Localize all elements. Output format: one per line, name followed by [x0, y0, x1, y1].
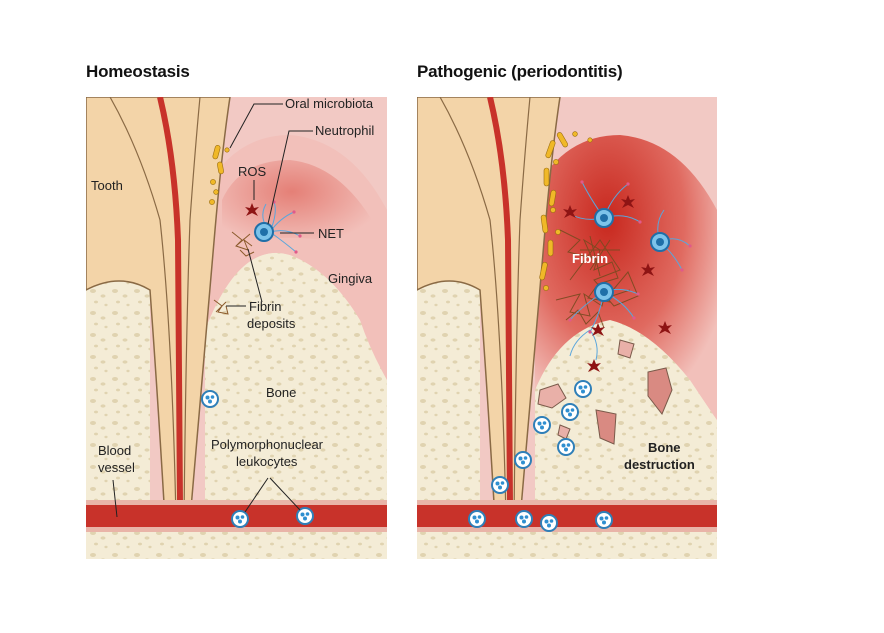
right-pmn-3 — [533, 416, 551, 434]
label-oral-microbiota: Oral microbiota — [285, 96, 374, 111]
right-pmn-1 — [574, 380, 592, 398]
right-neutrophil-2 — [650, 232, 670, 252]
right-pmn-10 — [595, 511, 613, 529]
left-bone — [205, 252, 387, 559]
left-pulp-vessel — [157, 97, 183, 506]
right-blood-vessel — [417, 505, 717, 527]
right-neutrophil-1 — [594, 208, 614, 228]
label-pmn-line1: Polymorphonuclear — [211, 437, 324, 452]
label-fibrin-right: Fibrin — [572, 251, 608, 266]
left-microbiota — [209, 144, 230, 205]
label-tooth: Tooth — [91, 178, 123, 193]
right-pmn-4 — [557, 438, 575, 456]
label-gingiva: Gingiva — [328, 271, 373, 286]
label-fibrin-line1: Fibrin — [249, 299, 282, 314]
label-fibrin-line2: deposits — [247, 316, 296, 331]
right-microbiota — [539, 131, 593, 291]
left-panel-title: Homeostasis — [86, 62, 190, 81]
label-ros: ROS — [238, 164, 267, 179]
left-pmn-1 — [201, 390, 219, 408]
right-bone — [535, 320, 717, 559]
left-bone-tooth-side — [86, 281, 150, 559]
label-net: NET — [318, 226, 344, 241]
label-pmn-line2: leukocytes — [236, 454, 298, 469]
right-panel — [417, 97, 717, 559]
right-pmn-7 — [468, 510, 486, 528]
right-pmn-8 — [515, 510, 533, 528]
right-bone-destruction — [537, 339, 673, 445]
left-net — [262, 201, 301, 253]
right-pmn-6 — [491, 476, 509, 494]
right-fibrin-mesh — [555, 229, 639, 329]
left-panel — [86, 97, 387, 559]
left-pmn-2 — [231, 510, 249, 528]
label-bone: Bone — [266, 385, 296, 400]
right-pmn-5 — [514, 451, 532, 469]
label-blood-line2: vessel — [98, 460, 135, 475]
right-neutrophil-3 — [594, 282, 614, 302]
label-bone-destruction-line2: destruction — [624, 457, 695, 472]
right-pmn-2 — [561, 403, 579, 421]
left-fibrin — [213, 231, 255, 315]
left-neutrophil — [254, 222, 274, 242]
label-blood-line1: Blood — [98, 443, 131, 458]
left-pmn-3 — [296, 507, 314, 525]
label-neutrophil: Neutrophil — [315, 123, 374, 138]
right-pmn-9 — [540, 514, 558, 532]
right-gingiva-inflamed — [535, 135, 717, 420]
label-bone-destruction-line1: Bone — [648, 440, 681, 455]
right-panel-title: Pathogenic (periodontitis) — [417, 62, 623, 81]
